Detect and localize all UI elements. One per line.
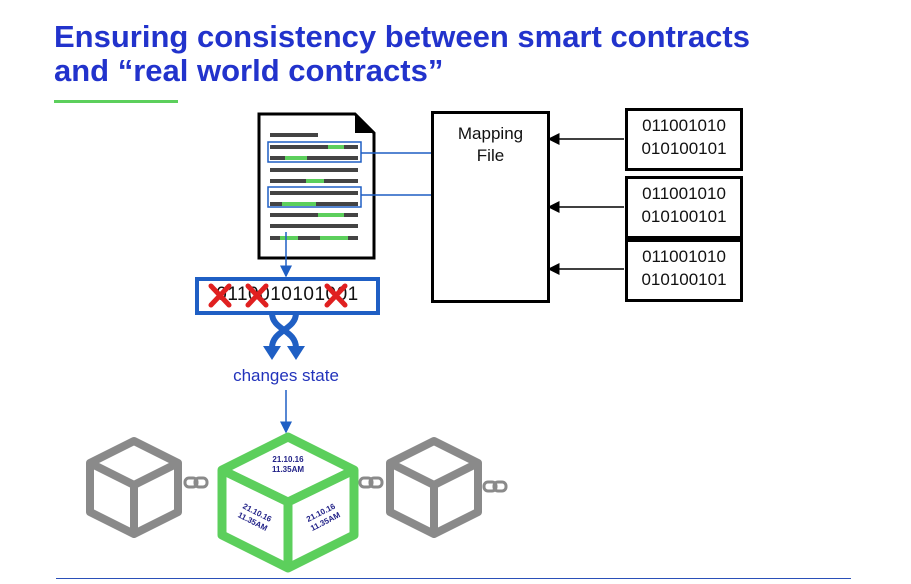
binary-box-2-line-2: 010100101 xyxy=(641,207,727,226)
block-top-time: 11.35AM xyxy=(272,465,304,474)
swap-arrow-head-right xyxy=(287,346,305,360)
block-left-icon xyxy=(86,437,182,538)
mapping-file-box: Mapping File xyxy=(431,111,550,303)
page-title: Ensuring consistency between smart contr… xyxy=(54,20,750,88)
title-line-1: Ensuring consistency between smart contr… xyxy=(54,19,750,54)
binary-box-3-line-2: 010100101 xyxy=(641,270,727,289)
binary-box-3-line-1: 011001010 xyxy=(642,247,726,266)
changes-state-label: changes state xyxy=(233,366,339,385)
binary-box-2-line-1: 011001010 xyxy=(642,184,726,203)
binary-box-1-line-2: 010100101 xyxy=(641,139,727,158)
binary-box-1-line-1: 011001010 xyxy=(642,116,726,135)
footer-rule xyxy=(56,578,851,579)
swap-arrow-head-left xyxy=(263,346,281,360)
binary-box-1: 011001010 010100101 xyxy=(625,108,743,171)
binary-box-3: 011001010 010100101 xyxy=(625,239,743,302)
chain-link-icon-1 xyxy=(183,476,209,489)
document-highlight-2 xyxy=(267,186,362,208)
title-underline xyxy=(54,100,178,103)
document-icon xyxy=(257,112,376,260)
chain-link-icon-2 xyxy=(358,476,384,489)
block-right-icon xyxy=(386,437,482,538)
swap-arrows-icon xyxy=(269,310,299,351)
mapping-file-label-2: File xyxy=(476,146,505,165)
title-line-2: and “real world contracts” xyxy=(54,53,444,88)
chain-link-icon-3 xyxy=(482,480,508,493)
mapping-file-label-1: Mapping xyxy=(457,124,524,143)
block-current-icon xyxy=(217,432,359,573)
cross-mark-icon-2 xyxy=(245,283,269,308)
block-top-date: 21.10.16 xyxy=(272,455,304,464)
cross-mark-icon-3 xyxy=(324,283,348,308)
document-highlight-1 xyxy=(267,141,362,163)
bitstring-box: 0110010101001 xyxy=(195,277,380,315)
cross-mark-icon-1 xyxy=(208,283,232,308)
binary-box-2: 011001010 010100101 xyxy=(625,176,743,239)
